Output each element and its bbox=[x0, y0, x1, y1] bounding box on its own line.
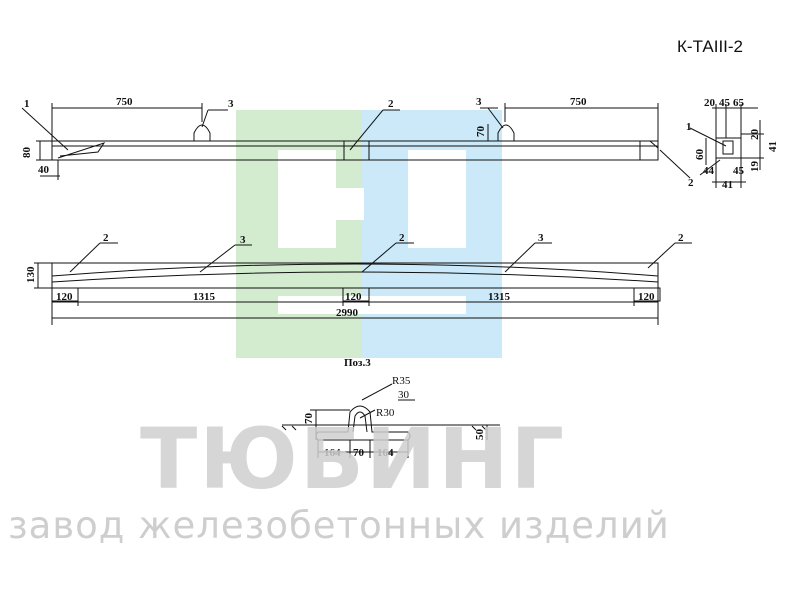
plan-callout-5: 2 bbox=[678, 232, 684, 244]
product-code: К-ТАIII-2 bbox=[677, 37, 743, 56]
logo-cut-4 bbox=[278, 296, 466, 314]
plan-leader-2-middle bbox=[361, 242, 397, 273]
plan-top-curve bbox=[51, 263, 659, 277]
plan-leader-2-right bbox=[647, 242, 676, 269]
detail-loop-height: 70 bbox=[303, 413, 315, 425]
detail-gap-30: 30 bbox=[398, 389, 410, 401]
leader-3-left bbox=[201, 109, 209, 128]
detail-title: Поз.3 bbox=[344, 357, 371, 369]
detail-bar-height: 50 bbox=[474, 429, 486, 441]
detail-labels: Поз.3 R35 30 R30 70 50 164 70 164 bbox=[303, 357, 486, 459]
left-end-rebar bbox=[57, 142, 106, 159]
plan-dim-seg-5: 120 bbox=[638, 291, 655, 303]
dim-left-750: 750 bbox=[116, 96, 133, 108]
section-dim-right-low: 19 bbox=[749, 161, 761, 173]
section-outline bbox=[715, 137, 742, 159]
watermark-brand: ТЮБИНГ bbox=[140, 410, 566, 508]
dim-right-750: 750 bbox=[570, 96, 587, 108]
plan-dim-seg-4: 1315 bbox=[488, 291, 511, 303]
section-core bbox=[722, 140, 734, 155]
section-dim-top-a: 20 bbox=[704, 97, 716, 109]
dim-loop-70: 70 bbox=[475, 126, 487, 138]
watermark-text: ТЮБИНГ завод железобетонных изделий bbox=[8, 410, 670, 547]
section-dim-side-a: 20 bbox=[749, 129, 761, 141]
callout-3-left: 3 bbox=[228, 98, 234, 110]
plan-dim-seg-2: 1315 bbox=[193, 291, 216, 303]
section-dim-bottom-b: 45 bbox=[733, 165, 745, 177]
leader-2-middle bbox=[349, 109, 384, 151]
detail-middle: 70 bbox=[353, 447, 365, 459]
plan-bottom-curve bbox=[51, 271, 659, 283]
detail-radius-leader-inner bbox=[359, 409, 376, 419]
detail-r-inner: R30 bbox=[376, 407, 395, 419]
plan-callout-1: 2 bbox=[103, 232, 109, 244]
section-dim-top-c: 65 bbox=[733, 97, 745, 109]
detail-radius-leader-outer bbox=[361, 383, 393, 401]
detail-right-length: 164 bbox=[377, 447, 394, 459]
callout-3-right: 3 bbox=[476, 96, 482, 108]
plan-callout-2: 3 bbox=[240, 234, 246, 246]
detail-r-outer: R35 bbox=[392, 375, 411, 387]
plan-callout-4: 3 bbox=[538, 232, 544, 244]
section-dim-left-height: 60 bbox=[694, 149, 706, 161]
top-view-labels: 750 750 80 40 70 1 3 2 3 2 bbox=[21, 96, 694, 189]
logo-watermark bbox=[236, 110, 502, 358]
plan-leader-2-left bbox=[69, 242, 101, 273]
left-lifting-loop bbox=[193, 124, 211, 141]
right-lifting-loop bbox=[497, 124, 515, 141]
detail-left-length: 164 bbox=[324, 447, 341, 459]
plan-dim-seg-3: 120 bbox=[345, 291, 362, 303]
plan-dim-total: 2990 bbox=[336, 307, 359, 319]
plan-leader-3-left bbox=[199, 244, 236, 273]
leader-3-right bbox=[487, 107, 504, 129]
plan-dim-height-130: 130 bbox=[25, 266, 37, 283]
section-dim-top-b: 45 bbox=[719, 97, 731, 109]
section-labels: 20 45 65 20 41 60 44 45 41 19 1 bbox=[686, 97, 779, 191]
dim-height-80: 80 bbox=[21, 147, 33, 159]
section-dim-bottom-c: 41 bbox=[722, 179, 733, 191]
right-end-detail bbox=[639, 140, 659, 160]
cross-section-view bbox=[689, 104, 764, 188]
callout-2-right: 2 bbox=[688, 177, 694, 189]
section-callout-1: 1 bbox=[686, 121, 692, 133]
logo-cut-3 bbox=[318, 188, 364, 220]
leader-2-right bbox=[659, 149, 691, 179]
section-dim-bottom-a: 44 bbox=[703, 165, 715, 177]
dim-edge-40: 40 bbox=[38, 164, 50, 176]
section-dim-side-b: 41 bbox=[767, 141, 779, 152]
leader-1-left bbox=[21, 107, 69, 151]
callout-1-left: 1 bbox=[24, 98, 30, 110]
plan-leader-3-right bbox=[504, 242, 536, 273]
plan-view-labels: 130 120 1315 120 1315 120 2990 2 3 2 3 2 bbox=[25, 232, 684, 319]
plan-dim-seg-1: 120 bbox=[56, 291, 73, 303]
section-leader-1 bbox=[689, 127, 727, 147]
section-leader-2 bbox=[699, 159, 721, 176]
plan-view bbox=[34, 242, 692, 325]
loop-detail-view bbox=[281, 383, 500, 458]
top-elevation-view bbox=[21, 103, 691, 180]
logo-cut-2 bbox=[408, 150, 466, 248]
callout-2-middle: 2 bbox=[388, 98, 394, 110]
watermark-tagline: завод железобетонных изделий bbox=[8, 504, 670, 547]
loop-inner-curve bbox=[352, 411, 368, 433]
plan-callout-3: 2 bbox=[399, 232, 405, 244]
